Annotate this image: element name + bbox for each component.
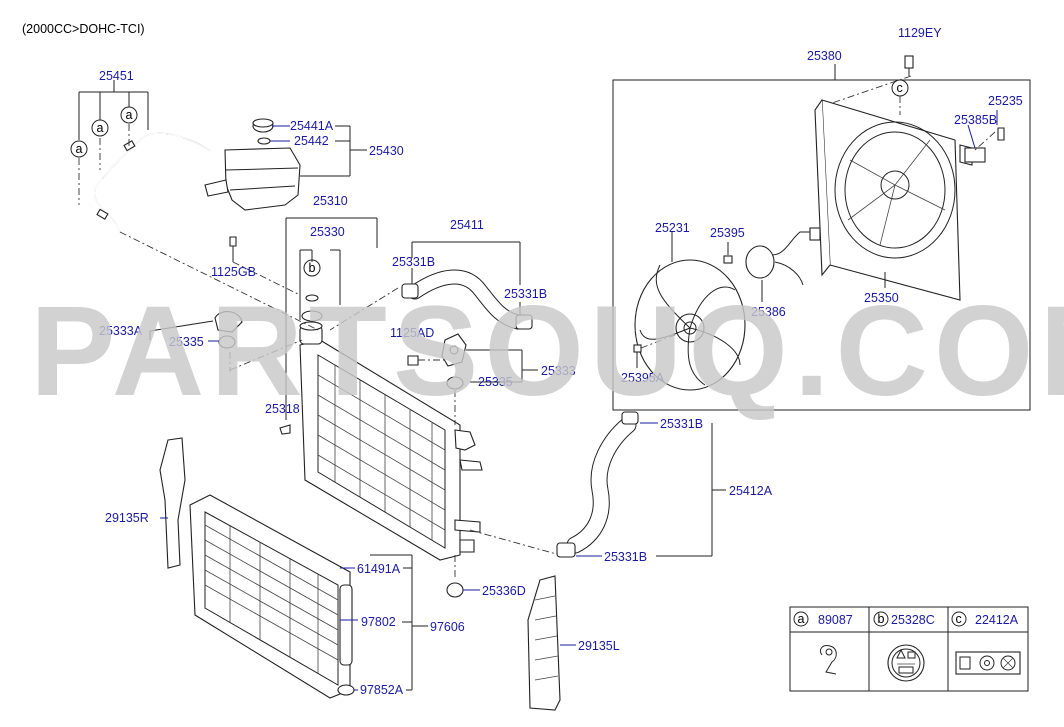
radiator-drawing — [299, 321, 483, 561]
part-25412A[interactable]: 25412A — [729, 484, 773, 498]
bracket-drawing — [441, 333, 467, 367]
legend-part-89087[interactable]: 89087 — [818, 613, 853, 627]
fan-blade-drawing — [634, 259, 746, 391]
fan-warning-label-icon — [955, 651, 1021, 675]
legend-key-b: b — [878, 612, 885, 626]
fan-motor-drawing — [745, 245, 775, 279]
part-25333[interactable]: 25333 — [541, 364, 576, 378]
legend-part-25328C[interactable]: 25328C — [891, 613, 935, 627]
part-61491A[interactable]: 61491A — [357, 562, 401, 576]
part-97606[interactable]: 97606 — [430, 620, 465, 634]
callout-c-letter: c — [897, 81, 903, 95]
part-25331B-upper-left[interactable]: 25331B — [392, 255, 435, 269]
callout-a-circle — [120, 106, 138, 124]
overflow-hose-drawing — [94, 132, 211, 233]
part-97852A[interactable]: 97852A — [360, 683, 404, 697]
part-1129EY[interactable]: 1129EY — [898, 26, 942, 40]
part-25331B-lower-right[interactable]: 25331B — [660, 417, 703, 431]
part-25231[interactable]: 25231 — [655, 221, 690, 235]
part-25331B-lower-left[interactable]: 25331B — [604, 550, 647, 564]
part-25310[interactable]: 25310 — [313, 194, 348, 208]
part-25318[interactable]: 25318 — [265, 402, 300, 416]
part-25380[interactable]: 25380 — [807, 49, 842, 63]
callout-a-circle — [91, 119, 109, 137]
part-25331B-upper-right[interactable]: 25331B — [504, 287, 547, 301]
callout-a-letter: a — [76, 142, 83, 156]
part-25385B[interactable]: 25385B — [954, 113, 997, 127]
callout-a-letter: a — [126, 108, 133, 122]
fan-shroud-drawing — [814, 55, 1005, 301]
part-25336D[interactable]: 25336D — [482, 584, 526, 598]
part-25451[interactable]: 25451 — [99, 69, 134, 83]
callout-a-circle — [70, 140, 88, 158]
caution-label-icon — [887, 644, 925, 682]
part-25333A[interactable]: 25333A — [99, 324, 143, 338]
part-25386[interactable]: 25386 — [751, 305, 786, 319]
reservoir-tank-drawing — [204, 118, 301, 262]
part-25335-right[interactable]: 25335 — [478, 375, 513, 389]
hose-clip-icon — [819, 645, 837, 675]
legend-part-22412A[interactable]: 22412A — [975, 613, 1019, 627]
condenser-drawing — [189, 494, 355, 699]
part-25330[interactable]: 25330 — [310, 225, 345, 239]
callout-b-letter: b — [309, 261, 316, 275]
fan-assembly-frame — [612, 79, 1031, 411]
legend-key-c: c — [956, 612, 962, 626]
part-25430[interactable]: 25430 — [369, 144, 404, 158]
part-25441A[interactable]: 25441A — [290, 119, 334, 133]
engine-spec-label: (2000CC>DOHC-TCI) — [22, 22, 145, 36]
part-1125GB[interactable]: 1125GB — [211, 265, 256, 279]
part-97802[interactable]: 97802 — [361, 615, 396, 629]
legend-key-a: a — [798, 612, 805, 626]
part-29135R[interactable]: 29135R — [105, 511, 149, 525]
legend-table: a 89087 b 25328C c 22412A — [789, 606, 1029, 692]
part-25235[interactable]: 25235 — [988, 94, 1023, 108]
air-guard-right-drawing — [159, 437, 186, 569]
air-guard-left-drawing — [527, 575, 561, 711]
part-25395[interactable]: 25395 — [710, 226, 745, 240]
watermark: PARTSOUQ.COM — [30, 280, 1064, 423]
callout-a-letter: a — [97, 121, 104, 135]
part-25395A[interactable]: 25395A — [621, 371, 665, 385]
part-25442[interactable]: 25442 — [294, 134, 329, 148]
part-1125AD[interactable]: 1125AD — [390, 326, 434, 340]
part-29135L[interactable]: 29135L — [578, 639, 620, 653]
callout-b-circle — [303, 259, 321, 277]
part-25350[interactable]: 25350 — [864, 291, 899, 305]
part-25411[interactable]: 25411 — [450, 218, 484, 232]
part-25335-left[interactable]: 25335 — [169, 335, 204, 349]
